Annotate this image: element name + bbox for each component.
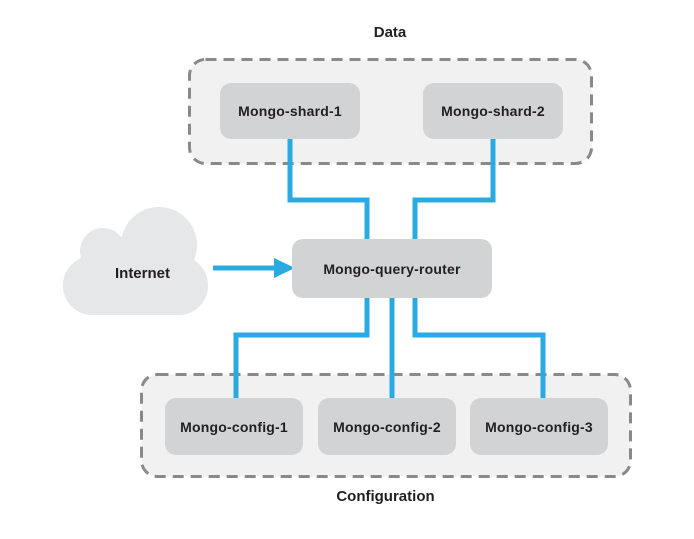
edge-internet-router (213, 258, 295, 278)
edge-router-config1 (233, 296, 370, 400)
edge-shard2-router (412, 139, 496, 241)
node-mongo-shard-2: Mongo-shard-2 (423, 83, 563, 139)
arrowhead-icon (274, 258, 295, 278)
connector-lines (233, 139, 546, 400)
configuration-group-label: Configuration (336, 488, 435, 505)
internet-label: Internet (114, 265, 170, 282)
node-mongo-config-1: Mongo-config-1 (165, 398, 303, 455)
node-mongo-config-3: Mongo-config-3 (470, 398, 608, 455)
node-mongo-shard-1: Mongo-shard-1 (220, 83, 360, 139)
node-mongo-config-2: Mongo-config-2 (318, 398, 456, 455)
edge-shard1-router (287, 139, 370, 241)
node-mongo-query-router: Mongo-query-router (292, 239, 492, 298)
edge-router-config3 (412, 296, 546, 400)
data-group-label: Data (373, 24, 407, 41)
internet-cloud-icon (63, 207, 208, 315)
